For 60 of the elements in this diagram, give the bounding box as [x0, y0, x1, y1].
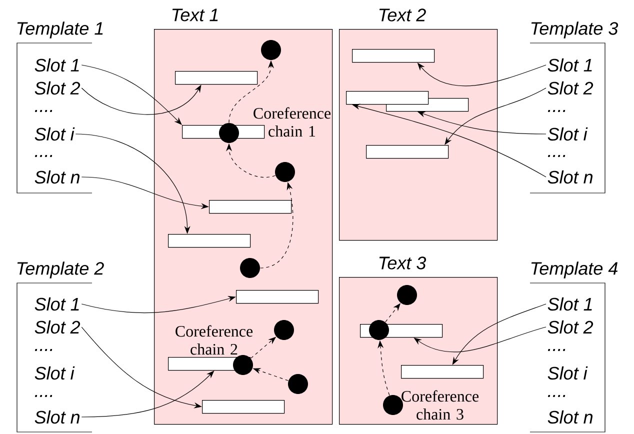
arrow [81, 64, 182, 125]
ellipsis: .... [35, 155, 52, 157]
slot-label: Slot 2 [34, 81, 80, 95]
slot-label: Slot 1 [34, 58, 79, 72]
slot-label: Slot 1 [548, 58, 592, 72]
dot [288, 374, 308, 394]
ellipsis: .... [35, 395, 52, 397]
slot-label: Slot 2 [34, 320, 80, 334]
ellipsis: .... [548, 395, 566, 397]
template-bracket [530, 22, 618, 194]
ellipsis: .... [548, 155, 566, 157]
ellipsis: .... [548, 110, 566, 112]
template-title: Template 4 [531, 262, 618, 278]
dot [369, 320, 389, 340]
arrow [444, 88, 546, 145]
template-bracket [530, 262, 618, 432]
text-bar [401, 365, 484, 379]
text-bar [236, 290, 319, 304]
arrow [452, 304, 546, 365]
chain-label: Coreference chain 1 [254, 107, 331, 137]
slot-label: Slot i [548, 127, 588, 141]
slot-label: Slot 1 [548, 297, 592, 311]
slot-label: Slot n [548, 410, 592, 424]
dot [240, 258, 260, 278]
template-bracket [16, 22, 103, 194]
chain-label: Coreference chain 3 [402, 390, 479, 420]
panel-title: Text 2 [379, 8, 426, 22]
dot [219, 123, 239, 143]
text-bar [352, 49, 435, 63]
ellipsis: .... [35, 110, 52, 112]
ellipsis: .... [35, 349, 52, 351]
slot-label: Slot n [34, 170, 80, 184]
panel-title: Text 1 [172, 8, 218, 22]
template-title: Template 2 [17, 262, 104, 278]
template-bracket [16, 262, 104, 432]
slot-label: Slot i [34, 366, 75, 380]
chain-label: Coreference chain 2 [176, 325, 253, 355]
slot-label: Slot n [34, 410, 80, 424]
slot-label: Slot 1 [34, 297, 79, 311]
dot [233, 355, 253, 375]
slot-label: Slot 2 [548, 320, 594, 334]
template-title: Template 3 [531, 22, 618, 38]
text-bar [168, 234, 251, 248]
slot-label: Slot n [548, 170, 592, 184]
text-bar [366, 145, 449, 159]
text-bar [175, 71, 258, 85]
dot [274, 320, 294, 340]
slot-label: Slot i [34, 127, 75, 141]
dot [275, 162, 295, 182]
text-bar [209, 200, 292, 214]
slot-label: Slot i [548, 366, 588, 380]
panel-title: Text 3 [379, 256, 426, 270]
dot [397, 285, 417, 305]
text-bar [346, 91, 429, 105]
text-bar [202, 400, 285, 414]
slot-label: Slot 2 [548, 81, 594, 95]
dot [261, 40, 281, 60]
template-title: Template 1 [17, 22, 103, 38]
ellipsis: .... [548, 349, 566, 351]
dot [383, 395, 403, 415]
